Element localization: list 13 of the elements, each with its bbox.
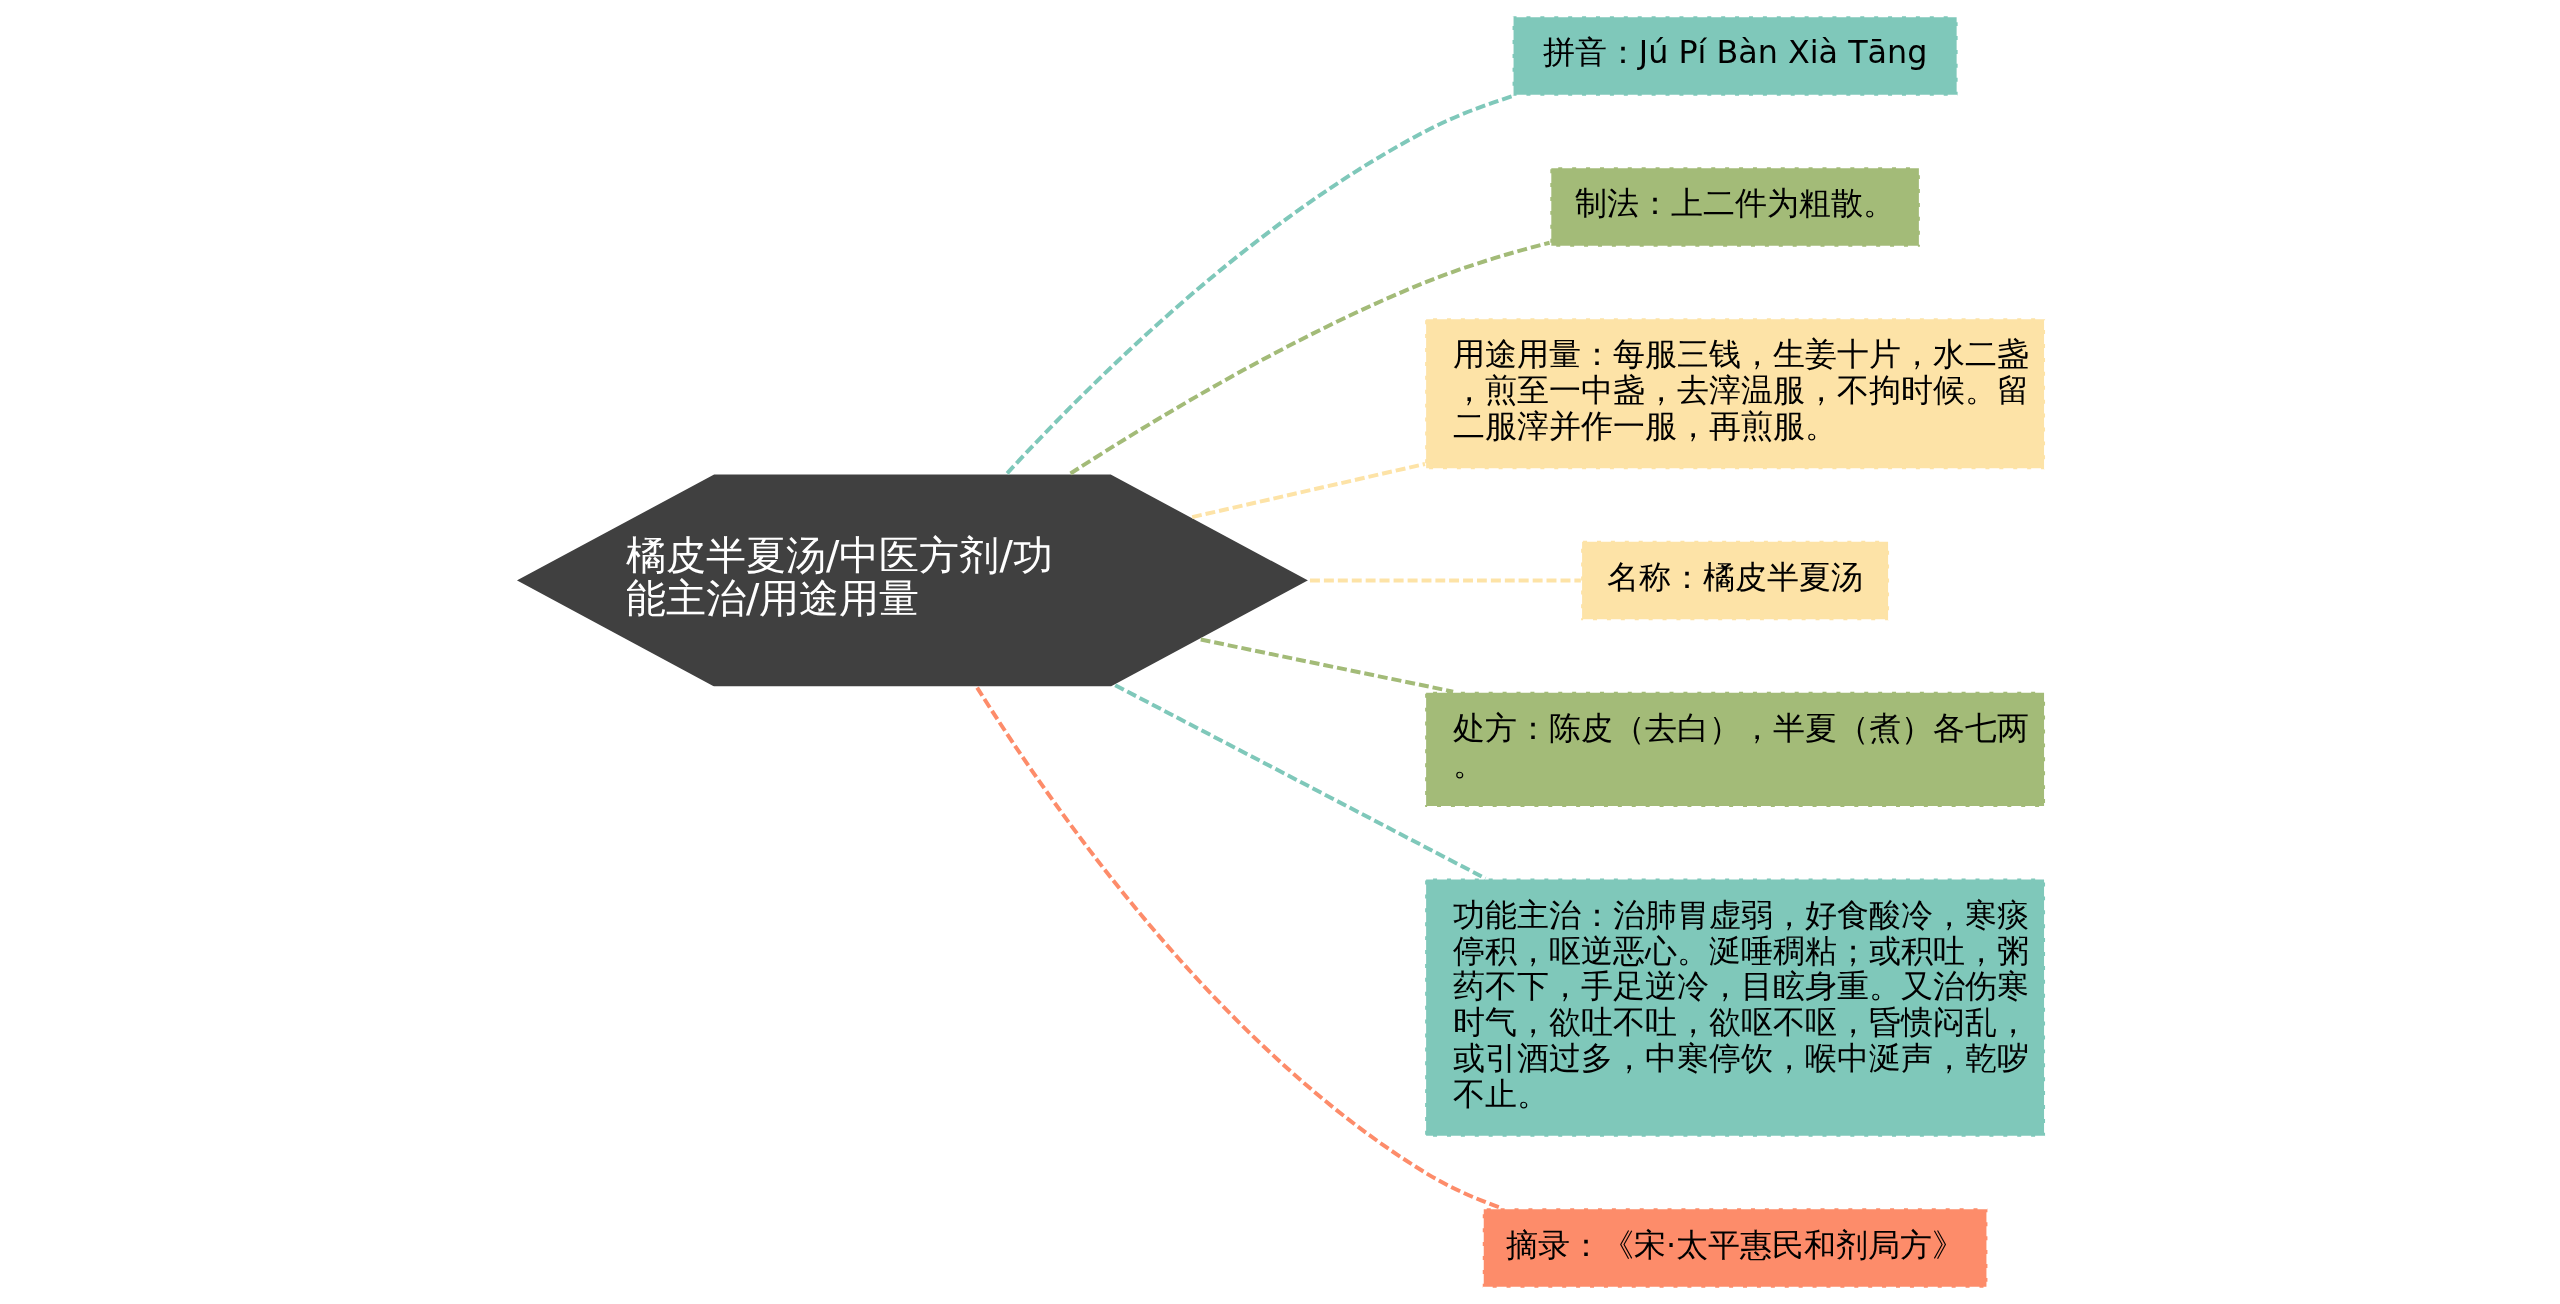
connector — [1114, 683, 1487, 881]
connector — [1309, 578, 1581, 583]
node-box: 制法：上二件为粗散。 — [1549, 166, 1921, 248]
connector — [1191, 462, 1426, 520]
connector — [1005, 93, 1515, 475]
node-box: 处方：陈皮（去白），半夏（煮）各七两。 — [1424, 690, 2047, 808]
node-box: 功能主治：治肺胃虚弱，好食酸冷，寒痰停积，呕逆恶心。涎唾稠粘；或积吐，粥药不下，手足逆冷，目眩身重。又治伤寒时气，欲吐不吐，欲呕不呕，昏愦闷乱，或引酒过多，中寒停饮，喉中涎声，乾哕不止。 — [1424, 877, 2047, 1138]
node-box: 名称：橘皮半夏汤 — [1580, 539, 1891, 622]
connector — [1200, 637, 1454, 694]
connector — [1069, 240, 1551, 476]
node-box: 用途用量：每服三钱，生姜十片，水二盏，煎至一中盏，去滓温服，不拘时候。留二服滓并作一服，再煎服。 — [1424, 317, 2047, 471]
node-box: 拼音：Jú Pí Bàn Xià Tāng — [1511, 15, 1959, 97]
node-box: 摘录：《宋·太平惠民和剂局方》 — [1481, 1207, 1989, 1289]
